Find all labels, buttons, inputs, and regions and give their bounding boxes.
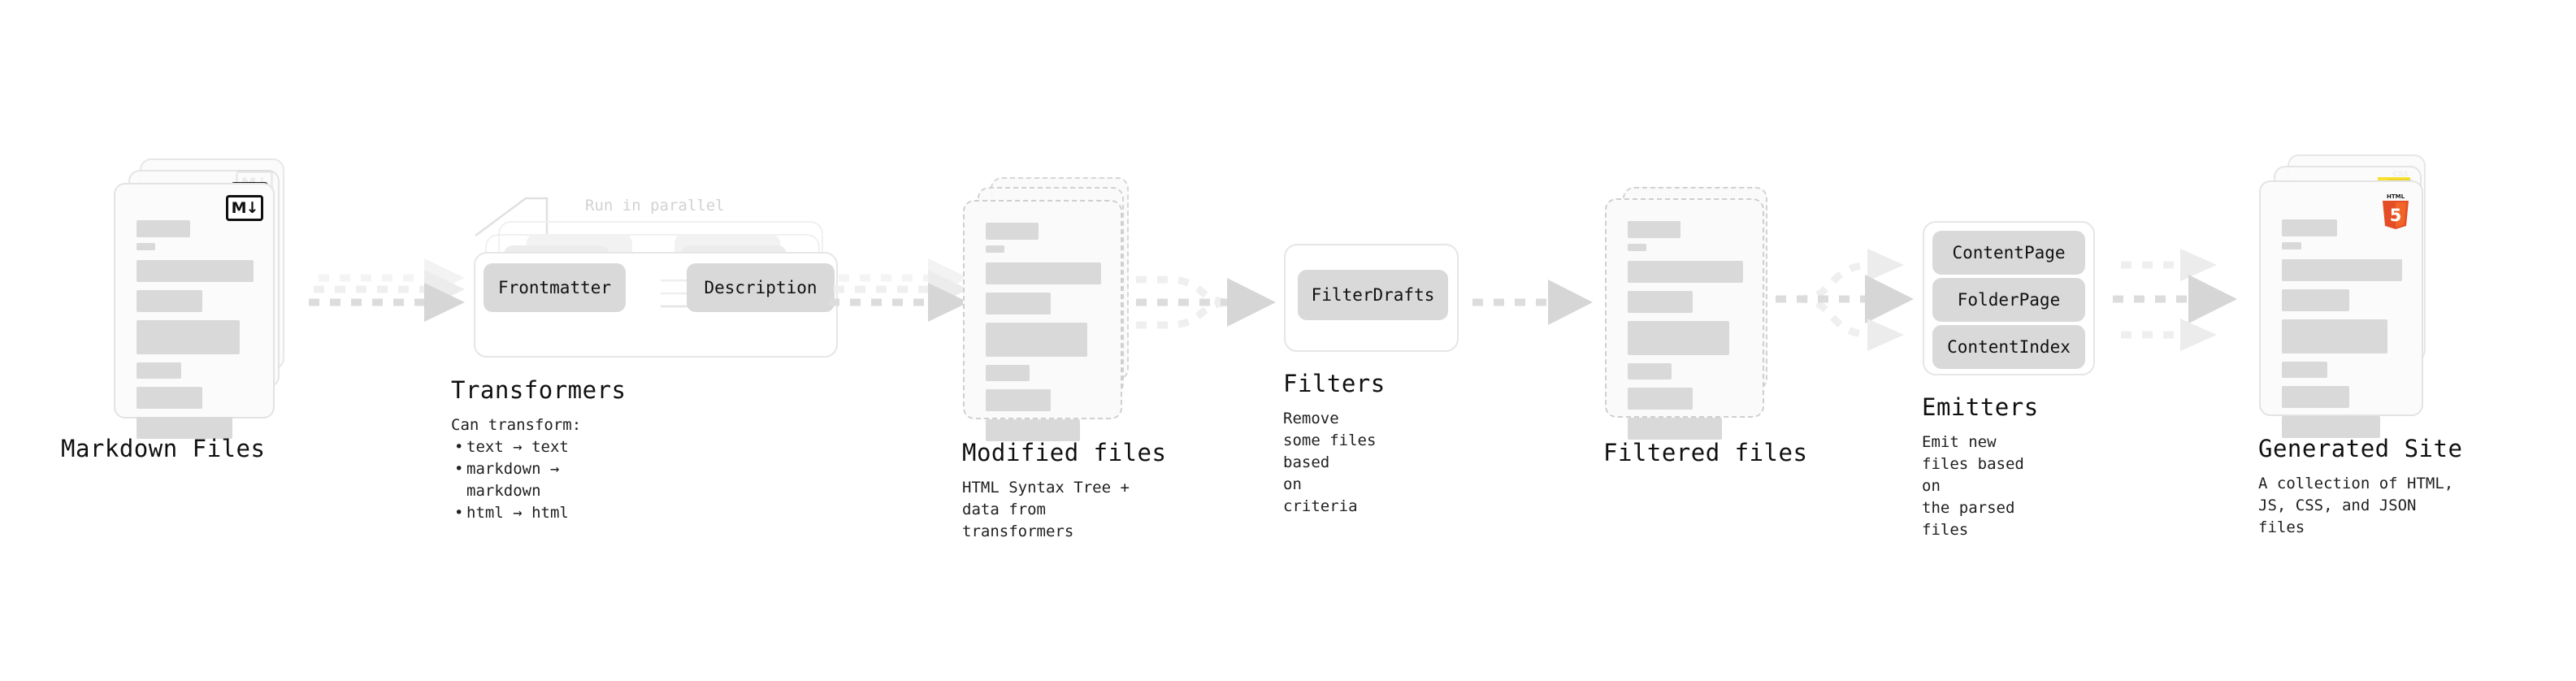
card-placeholder-lines (986, 223, 1101, 441)
transformers-sub-lead: Can transform: (451, 416, 582, 434)
stage-title-emitters: Emitters (1922, 393, 2039, 421)
generated-card-stack: CSS HTML 5 (2259, 154, 2446, 438)
transformers-bullet-list: text → text markdown → markdown html → h… (451, 436, 627, 524)
markdown-card-stack: M↓ M↓ M↓ (114, 158, 293, 439)
connector-filtered-to-emitters (1776, 249, 1914, 351)
modified-card-stack (963, 177, 1142, 441)
svg-text:HTML: HTML (2387, 193, 2405, 200)
stage-title-filtered-files: Filtered files (1603, 439, 1808, 466)
markdown-badge: M↓ (226, 195, 263, 221)
stage-subtitle-transformers: Can transform: text → text markdown → ma… (451, 414, 627, 524)
card-placeholder-lines (2282, 219, 2402, 438)
connector-md-to-transformers (309, 258, 465, 322)
svg-text:5: 5 (2390, 206, 2402, 225)
transformers-bullet: markdown → markdown (451, 458, 627, 502)
stage-subtitle-modified-files: HTML Syntax Tree + data from transformer… (962, 479, 1130, 540)
modified-card-front (963, 200, 1122, 441)
card-placeholder-lines (1628, 221, 1743, 440)
stage-title-filters: Filters (1283, 370, 1386, 397)
stage-title-transformers: Transformers (451, 376, 627, 404)
stage-subtitle-filters: Remove some files based on criteria (1283, 410, 1377, 515)
connector-filters-to-filtered (1472, 280, 1593, 325)
transformers-bullet: html → html (451, 502, 627, 524)
filtered-card-front (1605, 198, 1764, 440)
parallel-leader-line (475, 197, 549, 241)
connector-modified-to-filters (1136, 275, 1276, 329)
emitters-chip-contentpage[interactable]: ContentPage (1932, 231, 2085, 275)
transformers-chip-frontmatter[interactable]: Frontmatter (484, 263, 626, 312)
transformers-bullet: text → text (451, 436, 627, 458)
html5-icon: HTML 5 (2379, 192, 2412, 229)
transformers-chip-description[interactable]: Description (687, 263, 835, 312)
markdown-card-front: M↓ (114, 183, 275, 439)
generated-card-front-html: HTML 5 (2259, 180, 2423, 438)
filtered-card-stack (1605, 187, 1784, 440)
connector-transformers-to-modified (829, 258, 969, 322)
stage-title-markdown-files: Markdown Files (61, 435, 266, 462)
emitters-chip-contentindex[interactable]: ContentIndex (1932, 325, 2085, 369)
connector-emitters-to-site (2113, 249, 2237, 351)
stage-title-generated-site: Generated Site (2258, 435, 2463, 462)
stage-subtitle-generated-site: A collection of HTML, JS, CSS, and JSON … (2258, 475, 2454, 536)
parallel-annotation: Run in parallel (585, 197, 725, 215)
emitters-chip-folderpage[interactable]: FolderPage (1932, 278, 2085, 322)
filters-chip-filterdrafts[interactable]: FilterDrafts (1298, 270, 1448, 320)
card-placeholder-lines (137, 220, 254, 439)
stage-title-modified-files: Modified files (962, 439, 1167, 466)
stage-subtitle-emitters: Emit new files based on the parsed files (1922, 433, 2024, 539)
